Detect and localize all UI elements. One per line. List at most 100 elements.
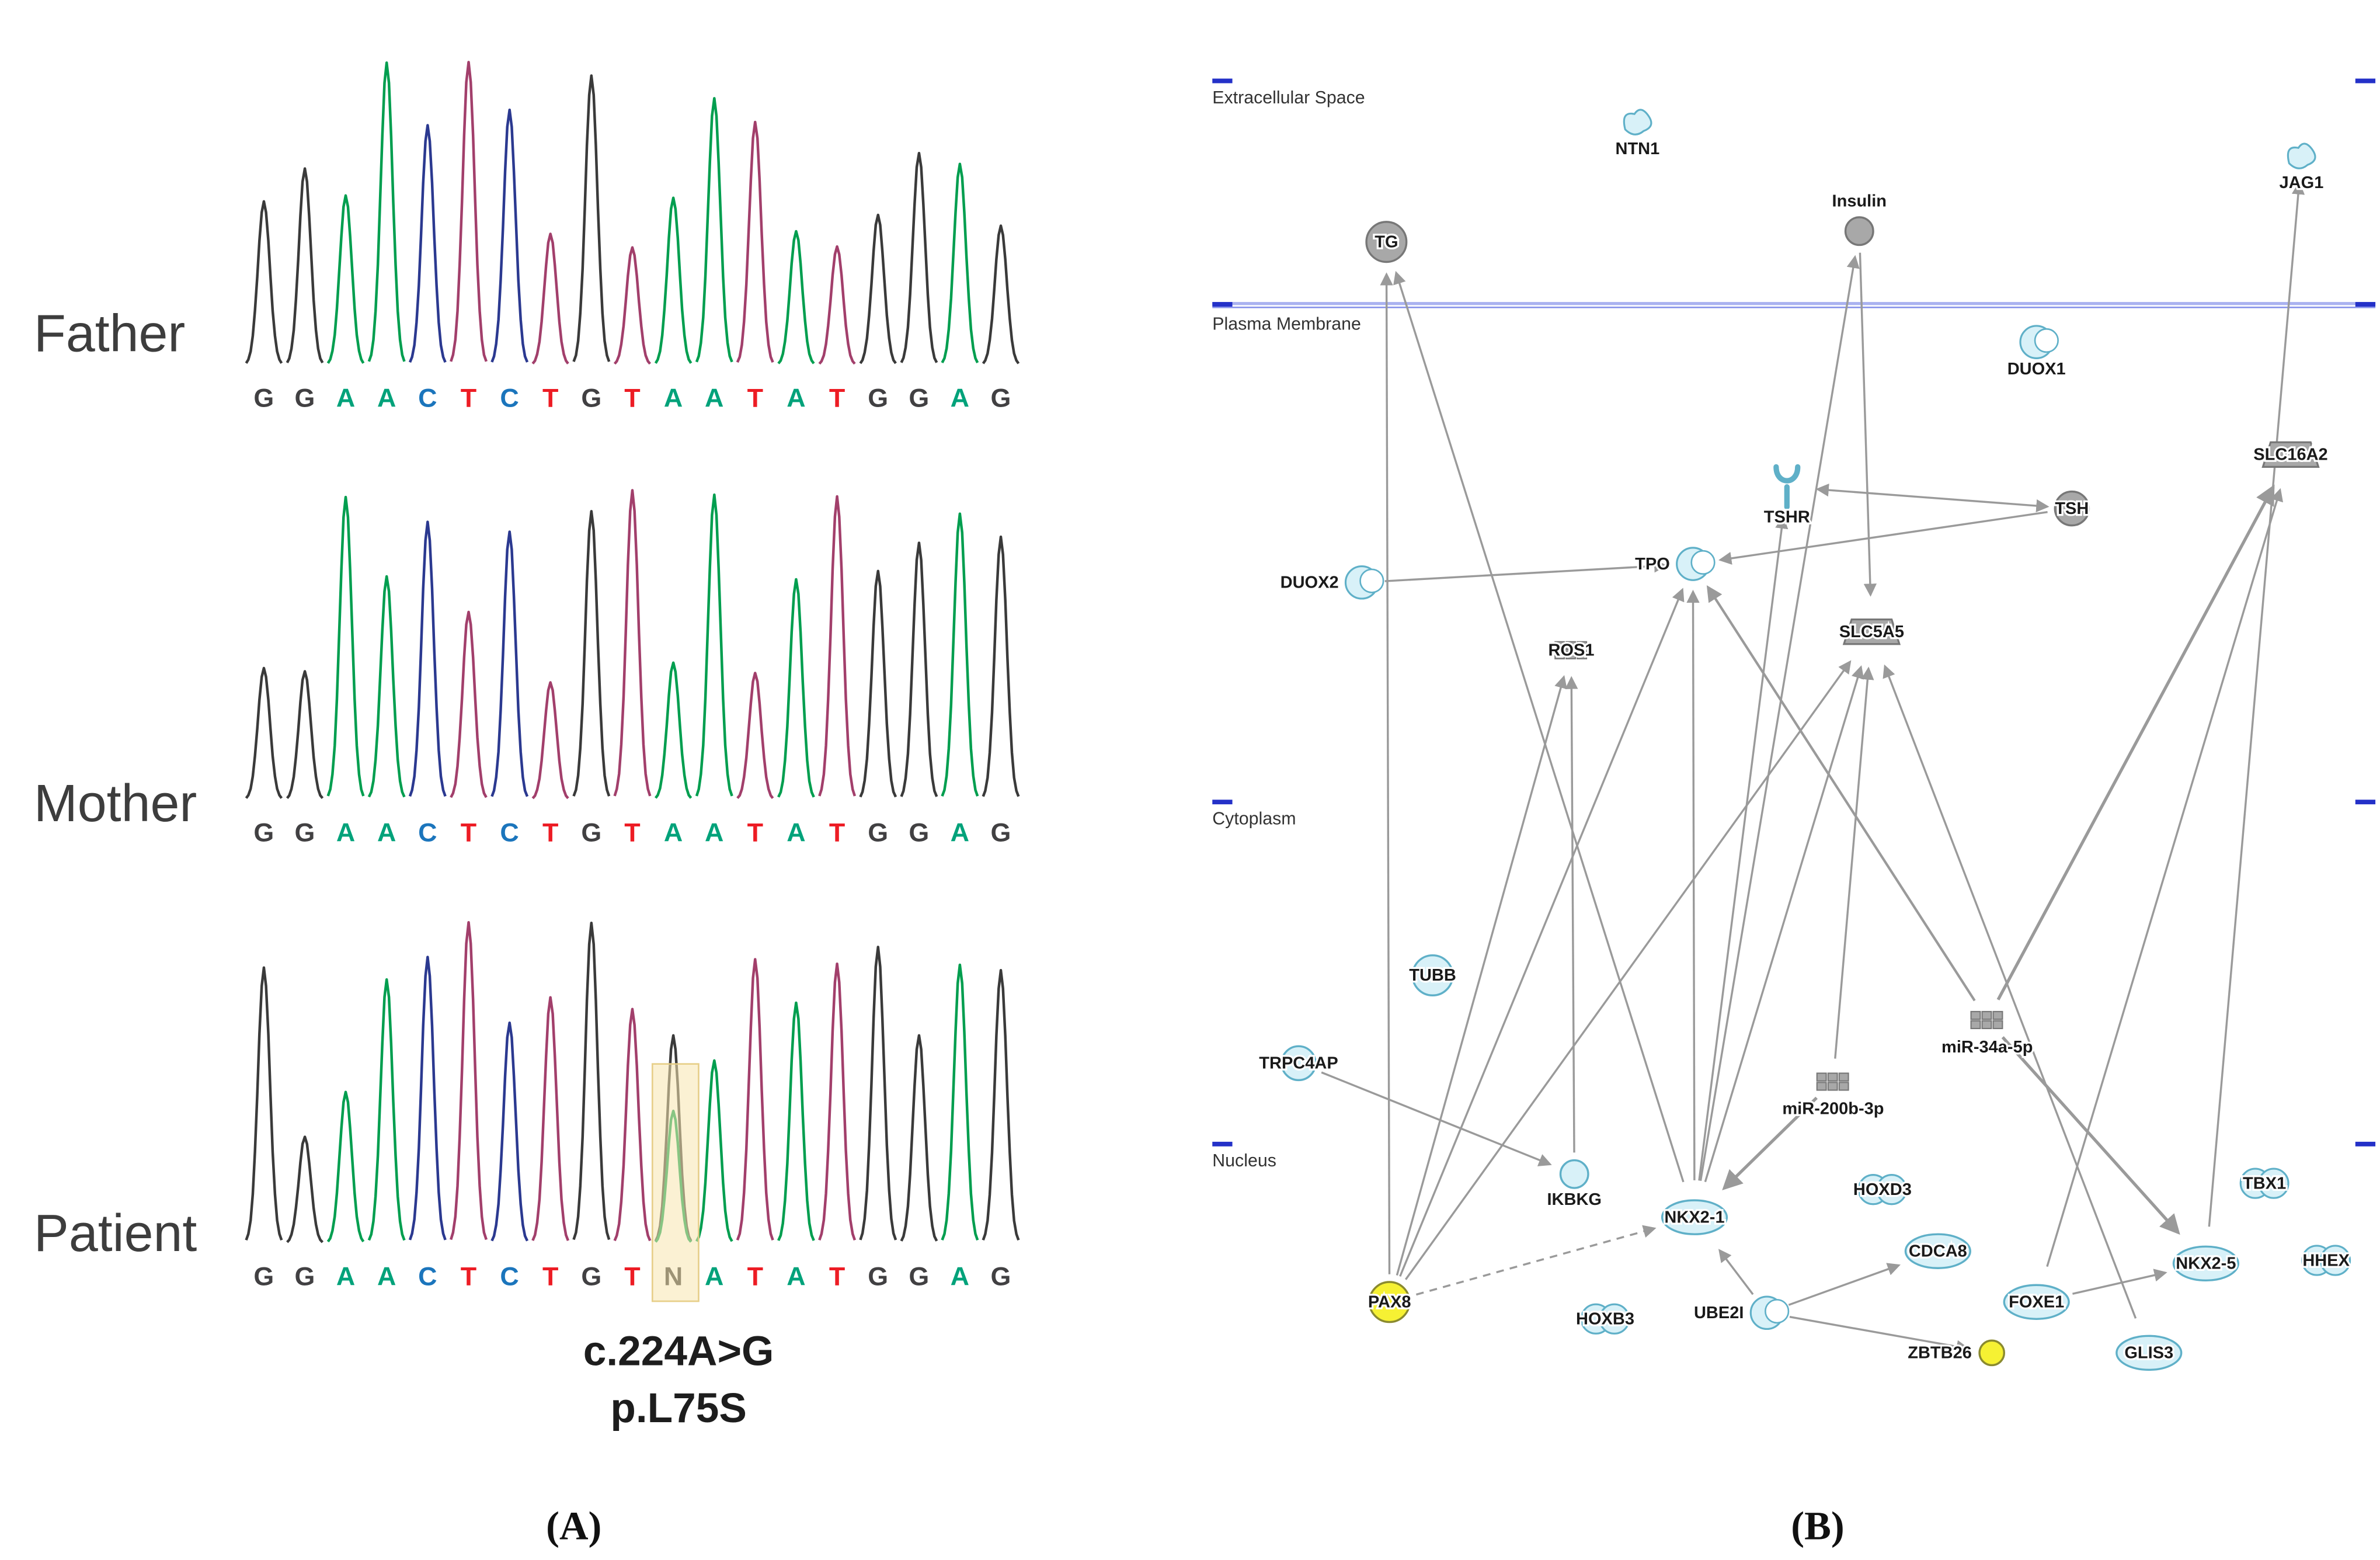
edge-NKX2-1-TPO <box>1686 589 1700 1180</box>
node-TSH[interactable]: TSH <box>2053 490 2091 527</box>
node-miR-34a-5p[interactable]: miR-34a-5p <box>1940 1010 2035 1058</box>
base-letter: T <box>542 818 559 848</box>
base-letter: A <box>336 1262 356 1291</box>
node-JAG1[interactable]: JAG1 <box>2277 143 2326 194</box>
node-shape-FOXE1 <box>2003 1284 2070 1321</box>
node-label-TUBB: TUBB <box>1409 966 1456 985</box>
plasma-membrane-line <box>1212 302 2376 308</box>
edge-Insulin-SLC5A5 <box>1859 252 1877 597</box>
node-SLC5A5[interactable]: SLC5A5 <box>1837 618 1906 645</box>
node-label-NTN1: NTN1 <box>1616 140 1660 158</box>
compartment-tick <box>1212 800 1233 805</box>
edge-UBE2I-ZBTB26 <box>1789 1315 1970 1353</box>
base-letter: T <box>747 383 764 414</box>
node-shape-TG <box>1365 221 1408 263</box>
compartment-tick <box>2355 302 2376 307</box>
edge-IKBKG-ROS1 <box>1565 676 1578 1153</box>
node-shape-GLIS3 <box>2115 1335 2183 1371</box>
node-shape-HOXB3 <box>1599 1303 1630 1335</box>
base-letter: T <box>829 1262 845 1291</box>
node-ZBTB26[interactable]: ZBTB26 <box>1906 1339 2006 1367</box>
base-letter: A <box>663 383 683 414</box>
edge-FOXE1-NKX2-5 <box>2072 1269 2167 1295</box>
node-label-UBE2I: UBE2I <box>1694 1304 1744 1322</box>
node-ROS1[interactable]: ROS1 <box>1546 639 1596 662</box>
node-shape-NTN1 <box>1623 109 1652 135</box>
base-letter: T <box>460 1262 477 1291</box>
node-label-DUOX2: DUOX2 <box>1281 573 1339 592</box>
node-TG[interactable]: TG <box>1365 221 1408 263</box>
trace-peak <box>572 510 611 797</box>
trace-peak <box>941 963 979 1241</box>
node-label-HHEX: HHEX <box>2302 1251 2350 1270</box>
node-label-PAX8: PAX8 <box>1368 1293 1411 1312</box>
node-TSHR[interactable]: TSHR <box>1762 464 1812 529</box>
node-shape-miR-34a-5p <box>1970 1010 1981 1020</box>
trace-peak <box>286 670 324 800</box>
compartment-tick <box>2355 78 2376 84</box>
node-TBX1[interactable]: TBX1 <box>2239 1168 2289 1199</box>
base-letter: C <box>500 383 519 414</box>
family-label-mother: Mother <box>34 775 197 834</box>
node-FOXE1[interactable]: FOXE1 <box>2003 1284 2070 1321</box>
trace-peak <box>859 569 897 798</box>
node-label-HOXD3: HOXD3 <box>1853 1180 1912 1199</box>
base-letter: T <box>460 383 477 414</box>
node-shape-TBX1 <box>2258 1168 2289 1199</box>
edge-PAX8-SLC5A5 <box>1404 660 1852 1280</box>
node-shape-NKX2-5 <box>2172 1245 2240 1282</box>
trace-peak <box>818 495 857 797</box>
compartment-label-extracellular-space: Extracellular Space <box>1212 89 1365 108</box>
base-letter: T <box>542 383 559 414</box>
node-label-TG: TG <box>1375 232 1398 251</box>
node-NKX2-1[interactable]: NKX2-1 <box>1661 1199 1728 1235</box>
node-NKX2-5[interactable]: NKX2-5 <box>2172 1245 2240 1282</box>
trace-peak <box>613 246 652 365</box>
trace-peak <box>367 978 406 1241</box>
node-TUBB[interactable]: TUBB <box>1407 954 1458 996</box>
trace-peak <box>326 495 365 797</box>
node-miR-200b-3p[interactable]: miR-200b-3p <box>1780 1072 1886 1120</box>
node-HHEX[interactable]: HHEX <box>2301 1245 2352 1276</box>
node-NTN1[interactable]: NTN1 <box>1613 109 1662 160</box>
trace-peak <box>818 962 857 1241</box>
base-letter: A <box>950 818 970 848</box>
trace-peak <box>613 1007 652 1242</box>
node-PAX8[interactable]: PAX8 <box>1366 1281 1413 1323</box>
node-HOXB3[interactable]: HOXB3 <box>1574 1303 1636 1335</box>
node-IKBKG[interactable]: IKBKG <box>1545 1159 1603 1211</box>
trace-peak <box>367 61 406 362</box>
trace-peak <box>450 920 488 1241</box>
base-letter: G <box>581 383 602 414</box>
node-GLIS3[interactable]: GLIS3 <box>2115 1335 2183 1371</box>
trace-peak <box>490 108 529 363</box>
node-HOXD3[interactable]: HOXD3 <box>1852 1174 1913 1205</box>
base-letter: A <box>377 1262 396 1291</box>
base-letter: T <box>624 1262 641 1291</box>
node-TRPC4AP[interactable]: TRPC4AP <box>1257 1045 1340 1082</box>
node-SLC16A2[interactable]: SLC16A2 <box>2252 441 2330 468</box>
node-shape-IKBKG <box>1559 1159 1589 1189</box>
node-shape-CDCA8 <box>1904 1233 1971 1269</box>
node-TPO[interactable]: TPO <box>1633 547 1716 581</box>
node-DUOX2[interactable]: DUOX2 <box>1278 565 1384 600</box>
node-shape-ROS1 <box>1577 641 1588 651</box>
base-letter: T <box>624 383 641 414</box>
node-DUOX1[interactable]: DUOX1 <box>2005 325 2068 380</box>
compartment-tick <box>1212 1141 1233 1146</box>
node-shape-SLC5A5 <box>1842 618 1901 645</box>
node-shape-HOXD3 <box>1876 1174 1908 1205</box>
trace-peak <box>900 541 938 797</box>
node-UBE2I[interactable]: UBE2I <box>1692 1295 1790 1330</box>
node-Insulin[interactable]: Insulin <box>1830 190 1888 246</box>
base-letter: G <box>294 818 315 848</box>
node-shape-TUBB <box>1411 954 1454 996</box>
edge-NKX2-1-TG <box>1393 270 1685 1183</box>
node-shape-miR-34a-5p <box>1992 1010 2003 1020</box>
node-label-TRPC4AP: TRPC4AP <box>1259 1054 1338 1073</box>
node-CDCA8[interactable]: CDCA8 <box>1904 1233 1971 1269</box>
base-letter: A <box>336 818 356 848</box>
node-label-miR-34a-5p: miR-34a-5p <box>1941 1038 2033 1057</box>
